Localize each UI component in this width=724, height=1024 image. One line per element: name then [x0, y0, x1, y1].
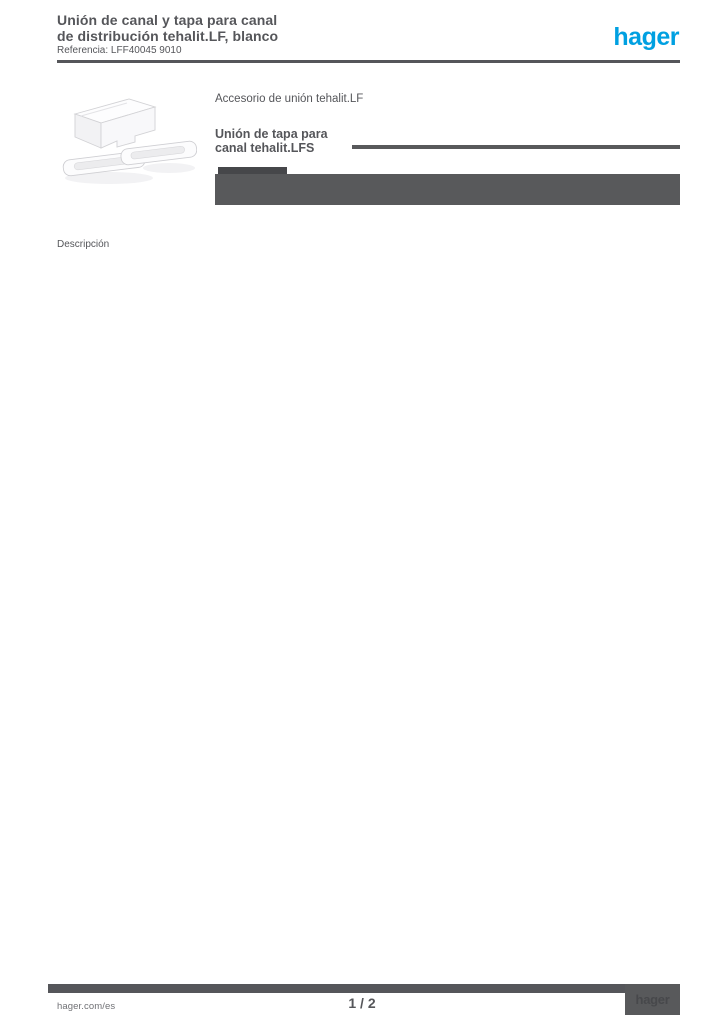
product-family: Accesorio de unión tehalit.LF: [215, 93, 364, 105]
footer-brand-box: hager: [625, 984, 680, 1015]
product-reference-line2: canal tehalit.LFS: [215, 141, 315, 155]
document-title: Unión de canal y tapa para canal de dist…: [57, 12, 278, 44]
document-meta: Referencia: LFF40045 9010: [57, 45, 182, 56]
footer-brand-text: hager: [635, 992, 670, 1007]
product-reference: Unión de tapa para canal tehalit.LFS: [215, 127, 328, 155]
page-indicator: 1 / 2: [348, 995, 376, 1011]
description-section-label: Descripción: [57, 239, 110, 250]
document-title-line2: de distribución tehalit.LF, blanco: [57, 28, 279, 44]
product-divider: [352, 145, 680, 149]
product-photo: [57, 92, 198, 188]
header-divider: [57, 60, 680, 63]
trunking-coupler-image: [62, 98, 198, 184]
document-title-line1: Unión de canal y tapa para canal: [57, 12, 278, 28]
banner-tab: [218, 167, 287, 174]
hager-logo: hager: [613, 23, 679, 51]
product-reference-line1: Unión de tapa para: [215, 127, 328, 141]
footer-divider: [48, 984, 625, 993]
footer-site-link[interactable]: hager.com/es: [57, 1001, 116, 1012]
footer-url-box: hager.com/es: [57, 995, 167, 1018]
product-banner: [215, 174, 680, 205]
